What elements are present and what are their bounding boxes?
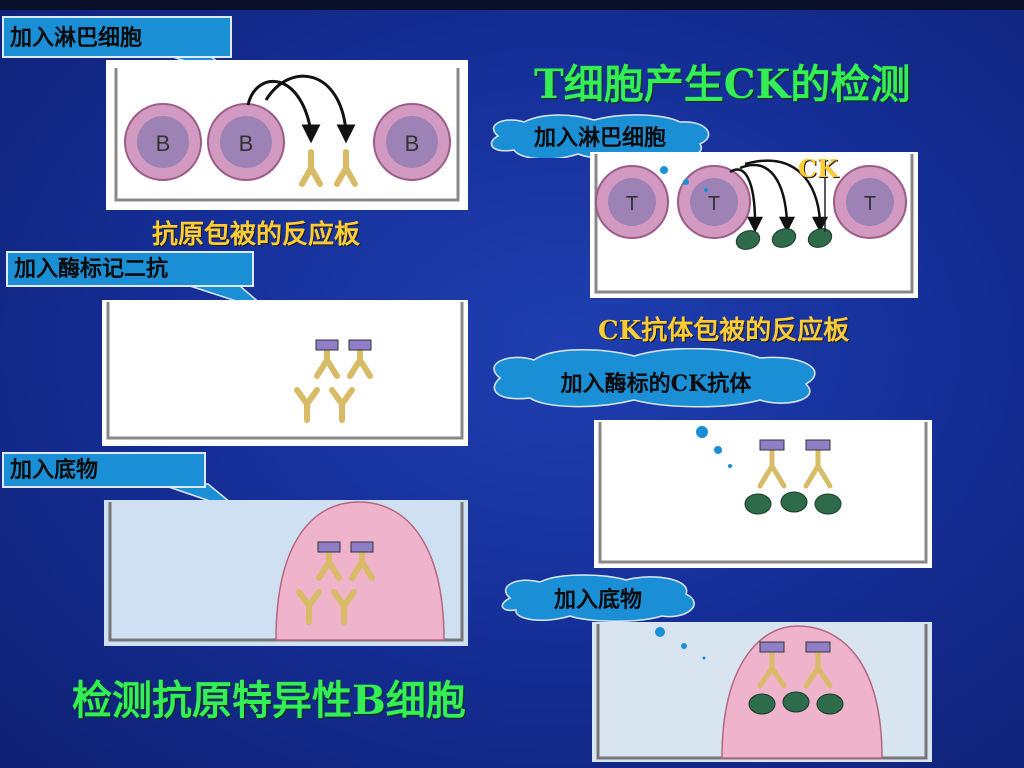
enzyme-tag: [805, 439, 831, 451]
b-cell: B: [373, 103, 451, 181]
panel-t-cells-plate: T T T: [590, 152, 918, 298]
t-cell-label: T: [626, 193, 638, 215]
right-section-title: T细胞产生CK的检测: [534, 61, 911, 108]
b-cell-label: B: [239, 131, 254, 156]
t-cell: T: [677, 165, 751, 239]
panel-b-cells-plate: B B B: [106, 60, 468, 210]
t-cell-label: T: [864, 193, 876, 215]
antibody-complex: [294, 343, 373, 423]
top-bar: [0, 0, 1024, 10]
b-cell: B: [124, 103, 202, 181]
cytokine-molecules: [735, 228, 833, 250]
caption-ck-plate: CK抗体包被的反应板: [598, 316, 850, 346]
ck-label: CK: [798, 154, 838, 183]
b-cell-label: B: [156, 131, 171, 156]
b-cell-label: B: [405, 131, 420, 156]
t-cell: T: [833, 165, 907, 239]
callout-add-substrate-left: 加入底物: [2, 452, 206, 488]
b-cell: B: [207, 103, 285, 181]
cloud-add-enzyme-ck-antibody: 加入酶标的CK抗体: [484, 348, 828, 408]
panel-enzyme-ck-antibody: [594, 420, 932, 568]
panel-enzyme-antibody: [102, 300, 468, 446]
cloud-add-lymphocytes-right: 加入淋巴细胞: [484, 114, 716, 158]
enzyme-tag: [348, 339, 372, 351]
cloud-add-substrate-right: 加入底物: [496, 574, 700, 622]
panel-substrate-left: [104, 500, 468, 646]
callout-add-lymphocytes-left: 加入淋巴细胞: [2, 16, 232, 58]
enzyme-tag: [315, 339, 339, 351]
secretion-arrows: [246, 74, 356, 144]
secreted-antibodies: [299, 149, 358, 187]
enzyme-tag: [759, 439, 785, 451]
t-cell-label: T: [708, 193, 720, 215]
caption-antigen-plate: 抗原包被的反应板: [152, 220, 361, 250]
t-cell: T: [595, 165, 669, 239]
substrate-color-cloud: [275, 501, 445, 641]
substrate-color-cloud: [721, 625, 883, 759]
left-section-title: 检测抗原特异性B细胞: [72, 677, 466, 724]
callout-add-enzyme-antibody: 加入酶标记二抗: [6, 251, 254, 287]
secretion-arrows: [729, 159, 829, 233]
panel-substrate-right: [592, 622, 932, 762]
